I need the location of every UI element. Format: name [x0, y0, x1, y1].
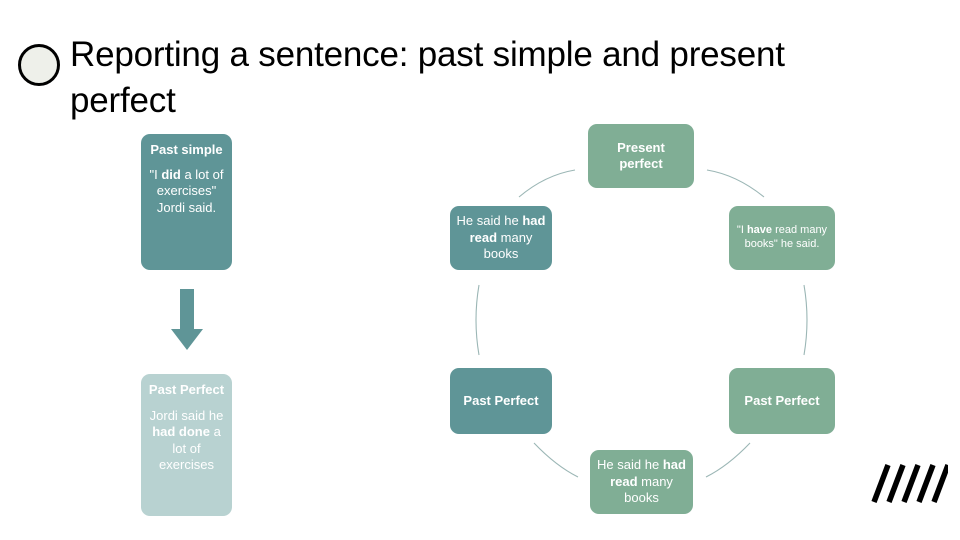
node-past-simple-body: "I did a lot of exercises" Jordi said. [149, 167, 224, 215]
node-have-read-body: "I have read many books" he said. [736, 224, 828, 250]
node-past-perfect-left[interactable]: Past Perfect Jordi said he had done a lo… [141, 374, 232, 516]
arc-top-right [706, 169, 765, 198]
arc-bottom-left [533, 442, 579, 478]
node-past-perfect-right[interactable]: Past Perfect [729, 368, 835, 434]
node-past-simple[interactable]: Past simple "I did a lot of exercises" J… [141, 134, 232, 270]
node-past-perfect-right-title: Past Perfect [744, 392, 820, 408]
node-past-perfect-mid[interactable]: Past Perfect [450, 368, 552, 434]
down-arrow-icon [171, 289, 203, 350]
node-past-perfect-left-title: Past Perfect [148, 382, 225, 397]
node-past-perfect-left-body: Jordi said he had done a lot of exercise… [149, 408, 224, 473]
arc-bottom-right [705, 442, 751, 478]
hatch-marks-icon [871, 464, 948, 503]
node-present-perfect[interactable]: Present perfect [588, 124, 694, 188]
node-have-read[interactable]: "I have read many books" he said. [729, 206, 835, 270]
node-said-had-read-left[interactable]: He said he had read many books [450, 206, 552, 270]
page-title: Reporting a sentence: past simple and pr… [70, 35, 785, 120]
node-past-simple-title: Past simple [150, 142, 223, 157]
arc-left-side [475, 284, 480, 356]
arc-right-side [803, 284, 808, 356]
node-present-perfect-title: Present perfect [617, 139, 665, 171]
node-said-had-read-bottom[interactable]: He said he had read many books [590, 450, 693, 514]
node-past-perfect-mid-title: Past Perfect [463, 392, 539, 408]
circle-bullet-icon [18, 44, 60, 86]
node-said-had-read-bottom-body: He said he had read many books [597, 457, 686, 506]
node-said-had-read-left-body: He said he had read many books [456, 213, 546, 262]
arc-top-left [518, 169, 576, 198]
